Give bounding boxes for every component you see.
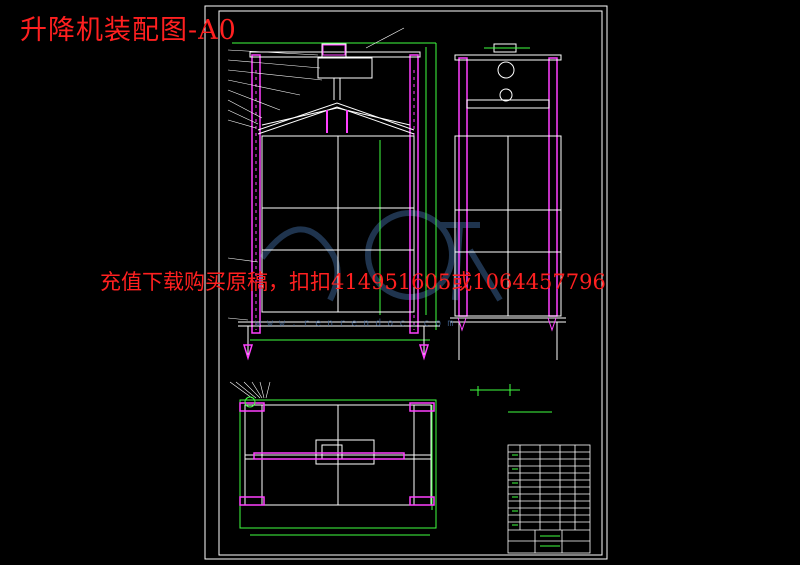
watermark-text: 充值下载购买原稿，扣扣414951605或1064457796 bbox=[100, 270, 606, 294]
inner-border bbox=[218, 10, 603, 556]
outer-border bbox=[204, 5, 608, 560]
title-block bbox=[507, 444, 591, 554]
top-view-motor bbox=[315, 439, 375, 465]
watermark-site: www.renrendoc.com bbox=[255, 318, 460, 329]
title-block-marks bbox=[512, 454, 560, 547]
drawing-title: 升降机装配图-A0 bbox=[20, 15, 237, 46]
top-view bbox=[229, 381, 437, 536]
side-view bbox=[450, 43, 566, 360]
side-pulley bbox=[493, 43, 517, 102]
detail-sketch bbox=[470, 384, 552, 413]
front-view bbox=[227, 27, 440, 361]
